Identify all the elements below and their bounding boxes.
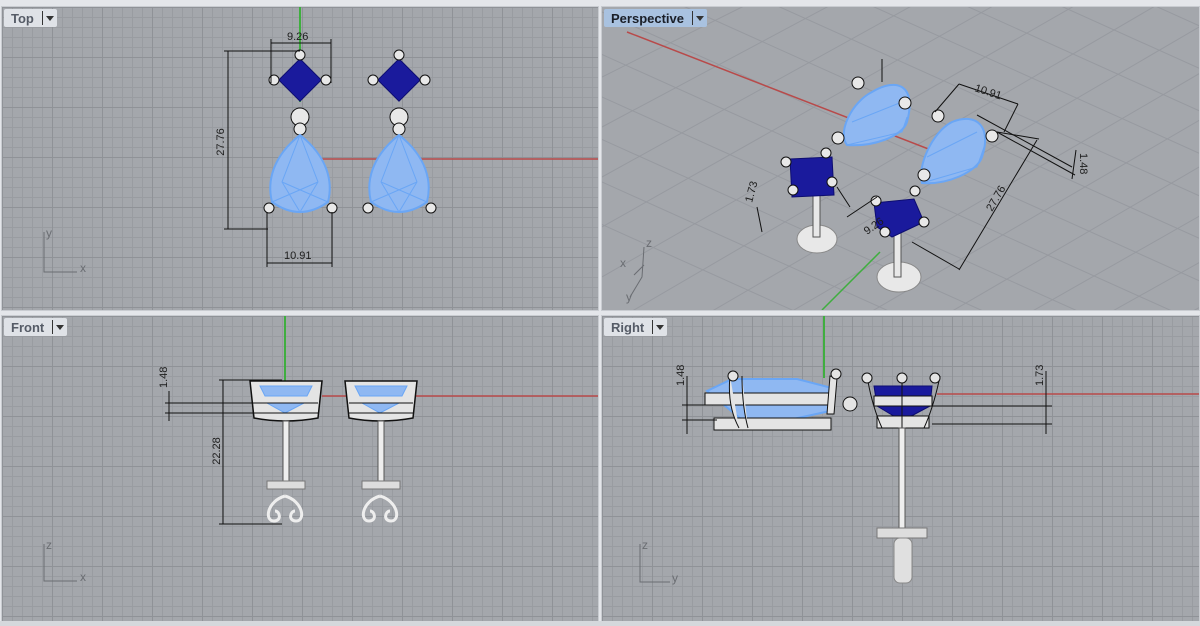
- axis-label-z: z: [46, 538, 52, 552]
- axis-gizmo: [629, 246, 645, 298]
- dim-1-48: 1.48: [158, 367, 170, 388]
- earring-left: [263, 49, 338, 214]
- dimension-lines: [756, 59, 1077, 271]
- sapphire-square: [278, 58, 322, 102]
- dim-10-91: 10.91: [284, 250, 312, 262]
- x-axis-line: [626, 31, 963, 163]
- earring-side: [704, 368, 941, 584]
- dim-1-73: 1.73: [743, 180, 760, 204]
- axis-label-z: z: [646, 236, 652, 250]
- dim-1-48: 1.48: [675, 365, 687, 386]
- axis-gizmo: [43, 232, 77, 273]
- viewport-tab-top[interactable]: Top: [4, 9, 57, 27]
- dropdown-arrow-icon[interactable]: [656, 324, 665, 330]
- viewport-right[interactable]: Right 1.48 1.73 z y: [601, 315, 1200, 622]
- axis-gizmo: [639, 544, 670, 583]
- dropdown-arrow-icon[interactable]: [696, 15, 704, 21]
- dimension-lines: [682, 371, 1052, 434]
- earring-front-right: [344, 380, 418, 523]
- axis-label-z: z: [642, 538, 648, 552]
- axis-label-x: x: [620, 256, 626, 270]
- dim-10-91: 10.91: [973, 82, 1003, 102]
- dim-1-73: 1.73: [1034, 365, 1046, 386]
- viewport-title: Right: [611, 319, 645, 335]
- earring-back: [780, 76, 912, 254]
- divider: [652, 320, 654, 334]
- dim-27-76: 27.76: [984, 184, 1008, 214]
- viewport-title: Front: [11, 319, 45, 335]
- viewport-front[interactable]: Front 1.48 22.28: [1, 315, 599, 622]
- axis-label-x: x: [80, 570, 86, 584]
- axis-label-y: y: [46, 226, 52, 240]
- divider: [41, 11, 43, 25]
- axis-label-y: y: [672, 571, 678, 585]
- divider: [52, 320, 54, 334]
- viewport-tab-right[interactable]: Right: [604, 318, 668, 336]
- viewport-title: Top: [11, 10, 34, 26]
- viewport-title: Perspective: [611, 10, 684, 26]
- axis-gizmo: [43, 544, 77, 582]
- right-canvas: 1.48 1.73 z y: [639, 316, 1199, 585]
- dropdown-arrow-icon[interactable]: [56, 324, 65, 330]
- perspective-canvas: 10.91 27.76 1.48 9.26 1.73 x z y: [602, 7, 1199, 310]
- earring-front-left: [249, 380, 323, 523]
- front-canvas: 1.48 22.28 z x: [43, 316, 598, 584]
- dim-22-28: 22.28: [211, 437, 223, 465]
- viewport-tab-front[interactable]: Front: [4, 318, 68, 336]
- dimension-lines: [165, 379, 282, 525]
- viewport-tab-perspective[interactable]: Perspective: [604, 9, 707, 27]
- dropdown-arrow-icon[interactable]: [45, 15, 54, 21]
- dimension-lines: [224, 39, 333, 267]
- divider: [692, 11, 693, 25]
- earring-front: [870, 109, 999, 293]
- status-strip: [0, 621, 1200, 626]
- earring-right: [362, 49, 437, 214]
- viewport-top[interactable]: Top 9.26 27.76 10.91: [1, 6, 599, 311]
- dim-27-76: 27.76: [215, 128, 227, 156]
- viewport-perspective[interactable]: Perspective: [601, 6, 1200, 311]
- top-canvas: 9.26 27.76 10.91 y x: [43, 7, 598, 275]
- axis-label-x: x: [80, 261, 86, 275]
- y-axis-line: [821, 251, 881, 310]
- pear-stone: [269, 133, 331, 213]
- axis-label-y: y: [626, 290, 632, 304]
- dim-9-26: 9.26: [287, 31, 308, 43]
- dim-1-48: 1.48: [1077, 153, 1089, 174]
